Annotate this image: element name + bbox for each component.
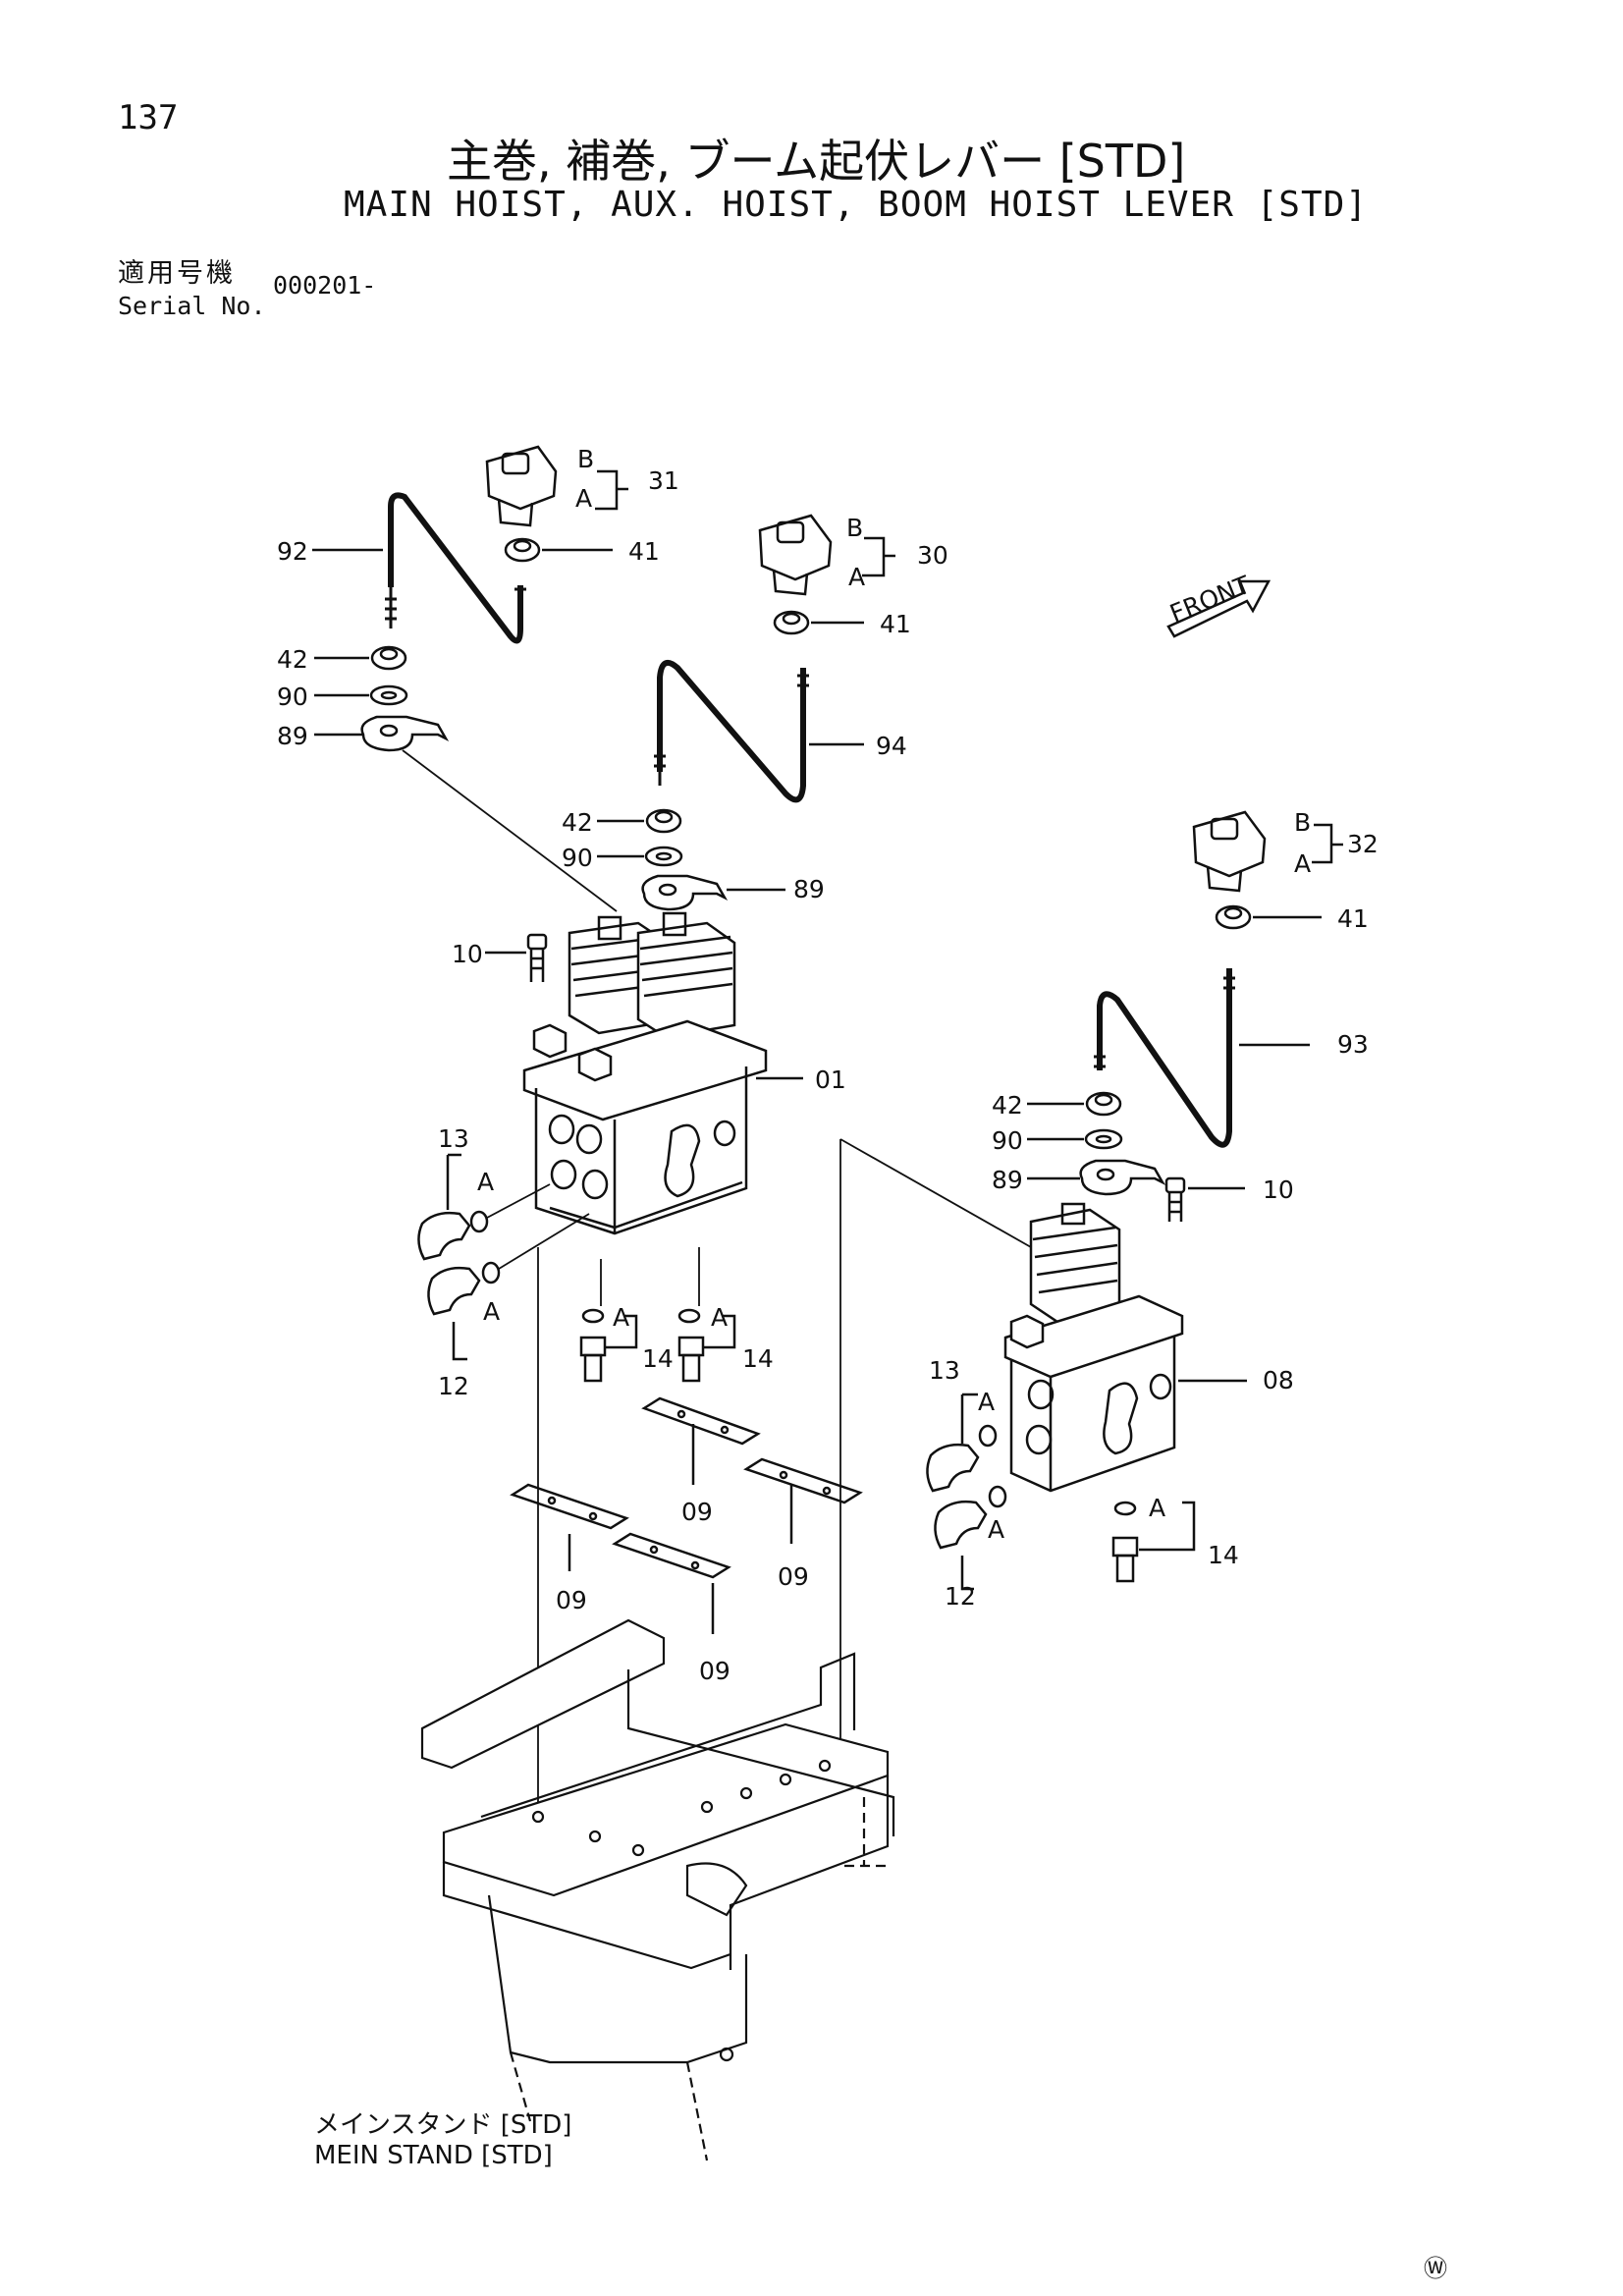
ab-bracket-31: B A 31 [575,445,679,513]
knob-32 [1192,810,1267,893]
callout-14: 14 [642,1344,674,1373]
title-japanese: 主巻, 補巻, ブーム起伏レバー [STD] [447,135,1186,188]
serial-number-value: 000201- [273,271,377,300]
label-a: A [1149,1494,1165,1522]
label-a: A [848,563,865,591]
lever-rod-94: 94 [654,659,907,803]
callout-89: 89 [793,875,825,903]
serial-label-japanese: 適用号機 [118,258,236,289]
label-a: A [575,484,592,513]
callout-89: 89 [277,722,308,750]
callout-42: 42 [562,808,593,837]
callout-90: 90 [277,683,308,711]
lever-rod-93: 93 [1094,968,1369,1148]
stand-label-japanese: メインスタンド [STD] [314,2110,572,2140]
nut-41-c: 41 [1215,904,1369,933]
callout-13: 13 [929,1356,960,1385]
straight-fitting-14-a: A 14 [579,1259,674,1383]
callout-13: 13 [438,1124,469,1153]
callout-42: 42 [992,1091,1023,1120]
nut-41-b: 41 [773,610,911,638]
callout-12: 12 [945,1582,976,1611]
label-a: A [978,1388,995,1416]
callout-01: 01 [815,1066,846,1094]
callout-09: 09 [681,1498,713,1526]
label-a: A [1294,849,1311,878]
hardware-stack-left: 42 90 89 [277,645,450,752]
stand-label-english: MEIN STAND [STD] [314,2141,553,2170]
callout-93: 93 [1337,1030,1369,1059]
ab-bracket-30: B A 30 [846,514,948,591]
label-a: A [483,1297,500,1326]
callout-41: 41 [628,537,660,566]
straight-fitting-14-c: A 14 [1111,1494,1239,1583]
callout-42: 42 [277,645,308,674]
straight-fitting-14-b: A 14 [677,1247,774,1383]
callout-14: 14 [1208,1541,1239,1569]
callout-10: 10 [452,940,483,968]
label-a: A [613,1303,629,1332]
pilot-valve-01: 01 [522,911,846,1235]
shim-plate-09-c: 09 [510,1483,629,1614]
shim-plate-09-d: 09 [612,1532,731,1685]
elbow-fittings-left: A A 13 12 [417,1124,590,1400]
pilot-valve-08: 08 [1003,1202,1294,1493]
callout-41: 41 [880,610,911,638]
serial-label-english: Serial No. [118,292,266,320]
callout-90: 90 [992,1126,1023,1155]
callout-32: 32 [1347,830,1379,858]
page-number: 137 [118,98,179,137]
callout-31: 31 [648,466,679,495]
knob-31 [485,445,558,527]
callout-08: 08 [1263,1366,1294,1394]
hardware-stack-middle: 42 90 89 [562,808,825,911]
watermark-mark: Ⓦ [1424,2255,1447,2282]
label-b: B [846,514,863,542]
label-a: A [988,1515,1004,1544]
callout-41: 41 [1337,904,1369,933]
callout-92: 92 [277,537,308,566]
callout-09: 09 [556,1586,587,1614]
label-b: B [1294,808,1311,837]
callout-90: 90 [562,844,593,872]
callout-89: 89 [992,1166,1023,1194]
front-direction-arrow: FRONT [1165,570,1271,638]
callout-30: 30 [917,541,948,570]
label-a: A [711,1303,728,1332]
callout-10: 10 [1263,1175,1294,1204]
callout-94: 94 [876,732,907,760]
shim-plate-09-b: 09 [743,1457,863,1591]
callout-09: 09 [699,1657,730,1685]
hardware-stack-right: 42 90 89 [992,1091,1166,1196]
callout-12: 12 [438,1372,469,1400]
nut-41-a: 41 [504,537,660,566]
shim-plate-09-a: 09 [641,1396,761,1526]
label-b: B [577,445,594,473]
callout-14: 14 [742,1344,774,1373]
label-a: A [477,1168,494,1196]
callout-09: 09 [778,1562,809,1591]
bolt-10-left: 10 [452,933,548,982]
elbow-fittings-right: A A 13 12 [926,1356,1007,1611]
knob-30 [758,514,833,596]
ab-bracket-32: B A 32 [1294,808,1379,878]
title-english: MAIN HOIST, AUX. HOIST, BOOM HOIST LEVER… [344,185,1368,225]
main-stand [420,1618,895,2161]
lever-rod-92: 92 [277,492,526,644]
bolt-10-right: 10 [1164,1175,1294,1222]
